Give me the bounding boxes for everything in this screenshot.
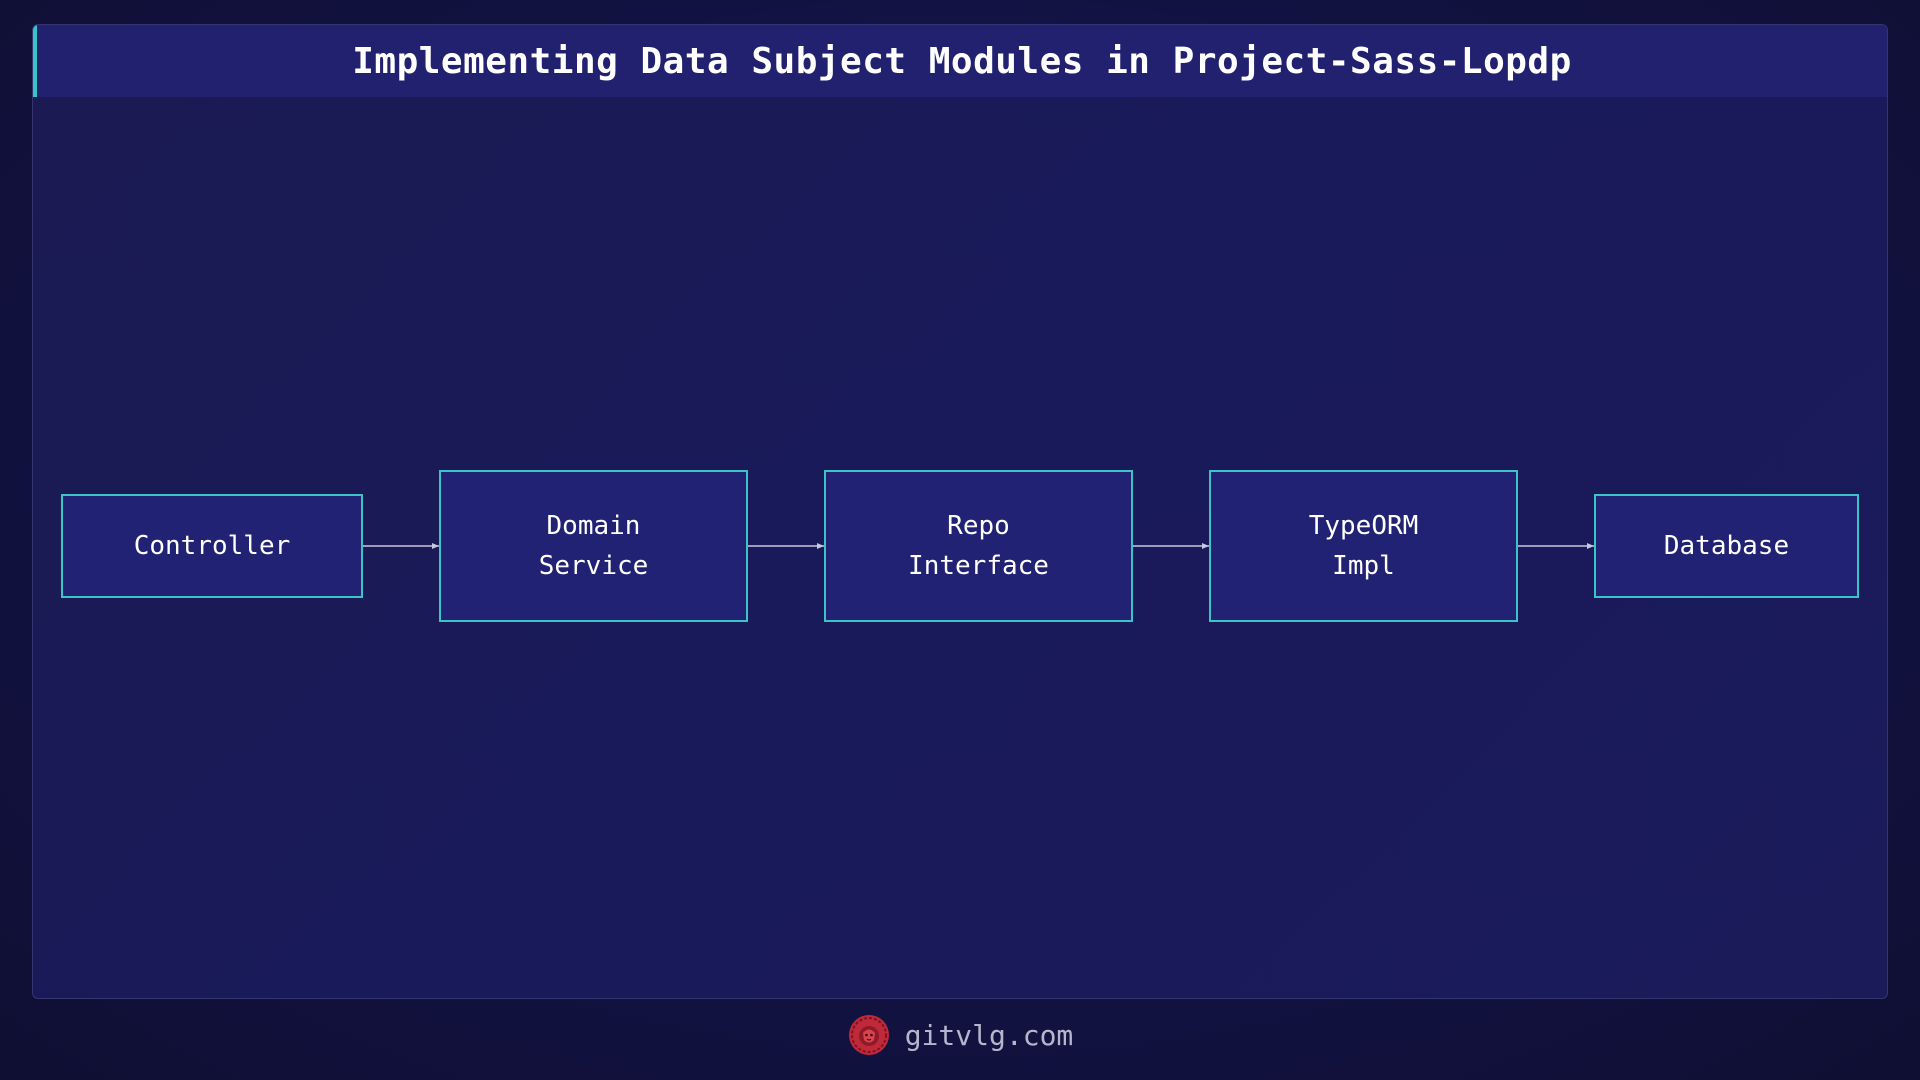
lion-logo-icon — [848, 1015, 889, 1055]
title-bar: Implementing Data Subject Modules in Pro… — [33, 25, 1887, 97]
footer: gitvlg.com — [0, 1010, 1920, 1060]
diagram-title: Implementing Data Subject Modules in Pro… — [352, 40, 1572, 82]
footer-site-text: gitvlg.com — [904, 1018, 1074, 1052]
diagram-panel: Implementing Data Subject Modules in Pro… — [32, 24, 1888, 999]
